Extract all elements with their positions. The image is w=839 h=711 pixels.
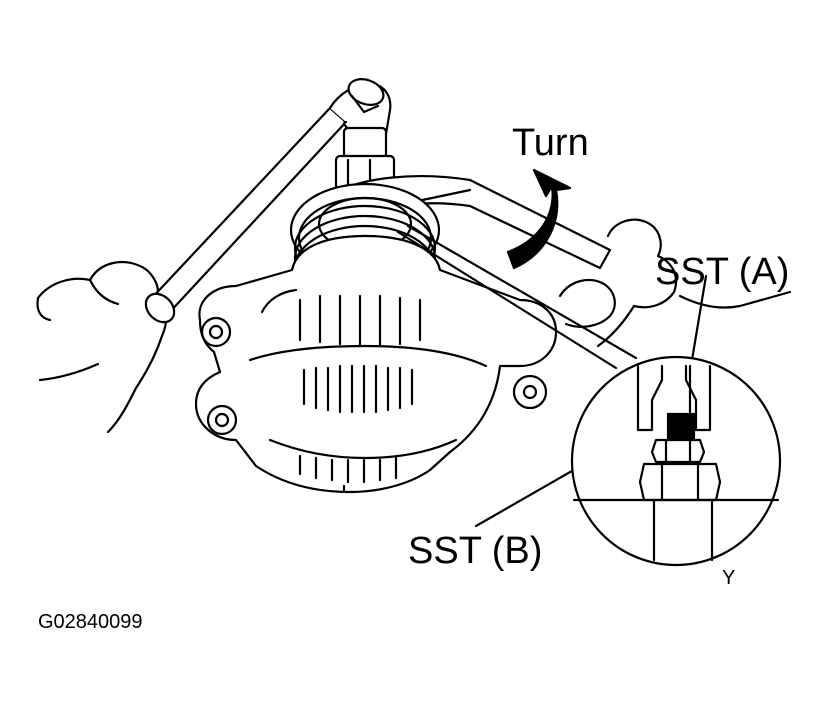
sst-b-label: SST (B) (408, 530, 543, 572)
right-hand (558, 218, 792, 348)
curved-arrow-icon (506, 168, 572, 270)
ratchet-wrench (144, 78, 392, 324)
alternator-body (194, 234, 558, 494)
detail-view (570, 355, 782, 567)
figure-code: G02840099 (38, 611, 143, 633)
turn-label: Turn (512, 122, 589, 164)
view-marker-label: Y (722, 567, 736, 589)
leader-lines (396, 224, 708, 528)
sst-a-label: SST (A) (655, 251, 790, 293)
left-hand (36, 261, 168, 434)
